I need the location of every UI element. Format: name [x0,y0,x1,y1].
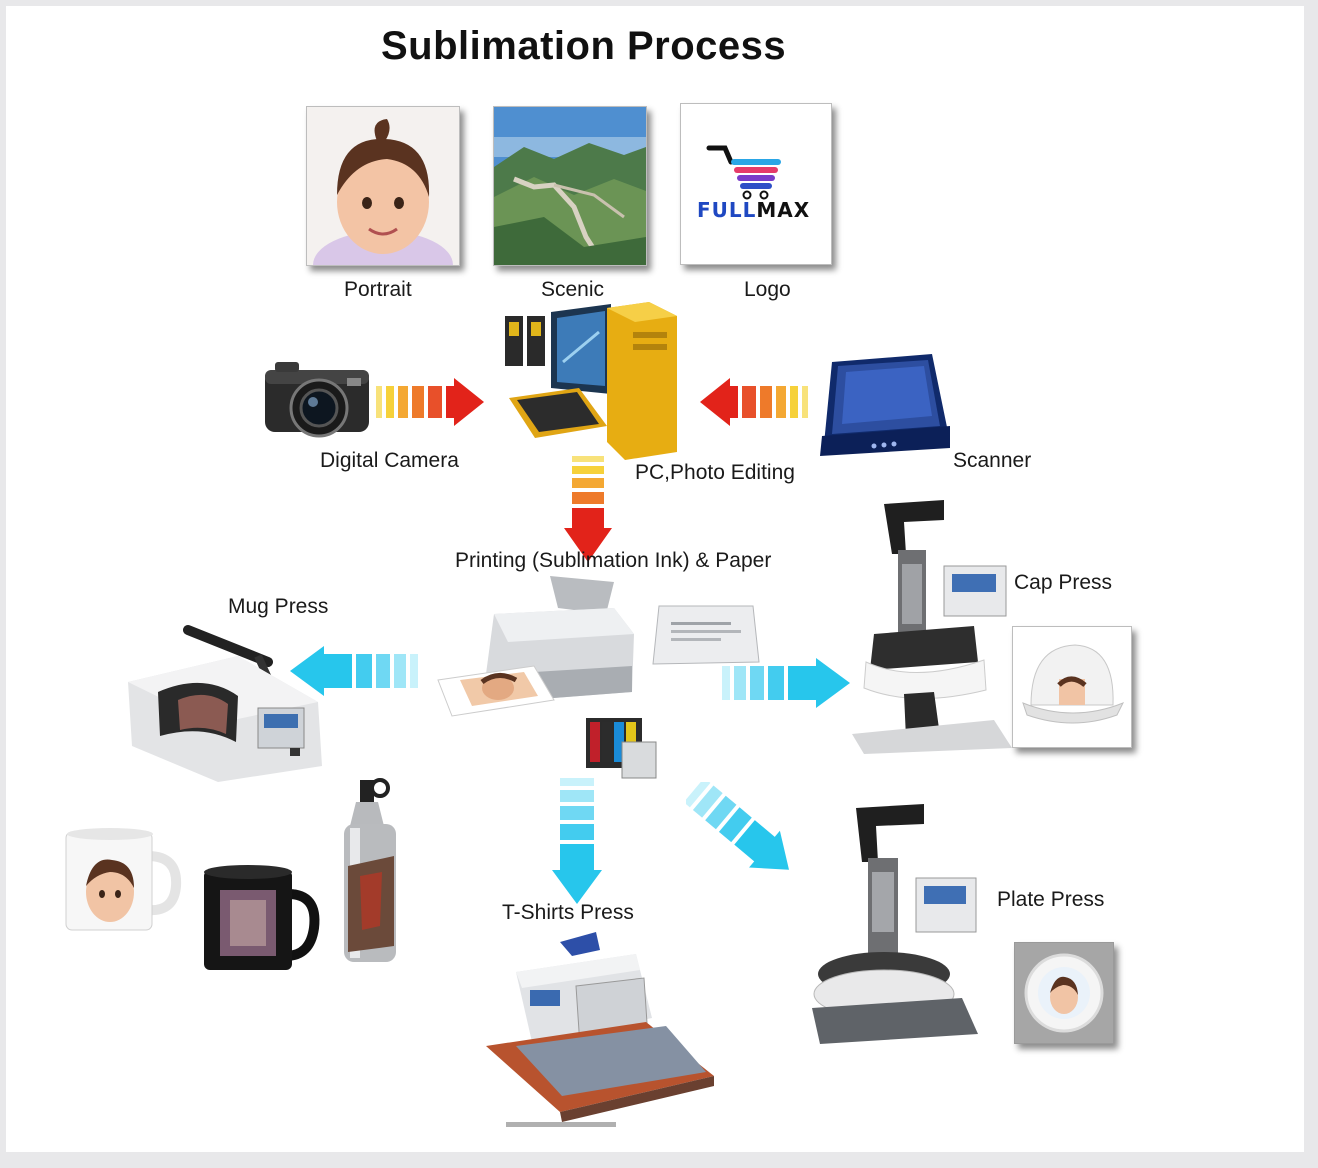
mug-icon [62,826,182,936]
portrait-image [306,106,460,266]
scenic-label: Scenic [541,278,605,301]
arrow-pc-to-printer [564,456,612,562]
scanner-icon [814,352,954,458]
arrow-to-plate-press [686,782,789,870]
arrow-to-mug-press [290,646,418,696]
paper-icon [651,602,761,668]
tshirt-press-label: T-Shirts Press [502,901,634,924]
logo-wordmark: FULLMAX [697,198,810,222]
printer-label: Printing (Sublimation Ink) & Paper [455,549,772,572]
mug-icon-black [200,864,320,974]
plate-press-icon [806,798,986,1048]
diagram-title: Sublimation Process [381,24,787,68]
camera-label: Digital Camera [320,449,459,472]
pc-label: PC,Photo Editing [635,461,795,484]
plate-image [1014,942,1114,1044]
scenic-image [493,106,647,266]
mug-press-label: Mug Press [228,595,329,618]
cap-press-label: Cap Press [1014,571,1113,594]
camera-icon [261,356,376,446]
logo-label: Logo [744,278,791,301]
arrow-scanner-to-pc [700,378,808,426]
plate-press-label: Plate Press [997,888,1105,911]
arrow-camera-to-pc [376,378,484,426]
portrait-label: Portrait [344,278,412,301]
logo-wordmark-part1: FULL [697,198,757,222]
logo-wordmark-part2: MAX [756,198,811,222]
printer-icon [437,574,638,719]
diagram-canvas: Sublimation Process Portrait Scenic [6,6,1304,1152]
cap-press-icon [844,494,1014,754]
bottle-icon [334,776,404,966]
mug-press-icon [118,616,332,786]
arrow-to-cap-press [722,658,850,708]
cap-image [1012,626,1132,748]
logo-image: FULLMAX [680,103,832,265]
computer-icon [499,302,685,462]
arrow-to-tshirt-press [552,778,602,904]
tshirt-press-icon [476,926,716,1141]
scanner-label: Scanner [953,449,1032,472]
ink-kit-icon [582,712,662,784]
